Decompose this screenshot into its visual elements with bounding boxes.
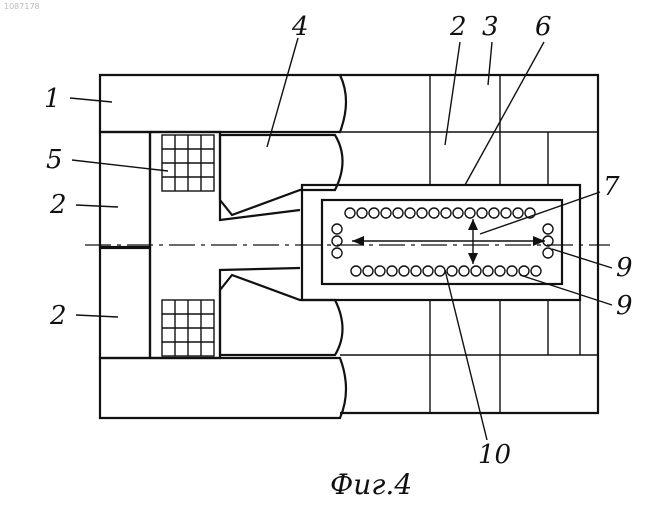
pole-piece-bottom	[220, 275, 343, 355]
pole-piece-top	[220, 135, 343, 215]
label-4: 4	[291, 12, 309, 42]
hatched-body	[100, 75, 346, 418]
label-2-left-upper: 2	[49, 190, 67, 220]
label-2-left-lower: 2	[49, 301, 67, 331]
right-block	[340, 75, 598, 413]
coil-grid-bottom	[162, 300, 214, 356]
label-9-upper: 9	[616, 253, 633, 283]
label-9-lower: 9	[616, 291, 633, 321]
coil-grid-top	[162, 135, 214, 191]
bead-column-left	[332, 224, 342, 258]
label-3: 3	[482, 12, 499, 42]
figure-caption: Фиг.4	[330, 468, 412, 501]
label-6: 6	[535, 12, 552, 42]
label-5: 5	[46, 145, 63, 175]
bead-row-top	[345, 208, 535, 218]
corner-mark: 1087178	[4, 2, 40, 11]
label-1: 1	[44, 84, 61, 114]
label-10: 10	[478, 440, 511, 470]
motion-arrows	[352, 219, 545, 264]
label-2-top: 2	[449, 12, 467, 42]
label-7: 7	[603, 172, 620, 202]
